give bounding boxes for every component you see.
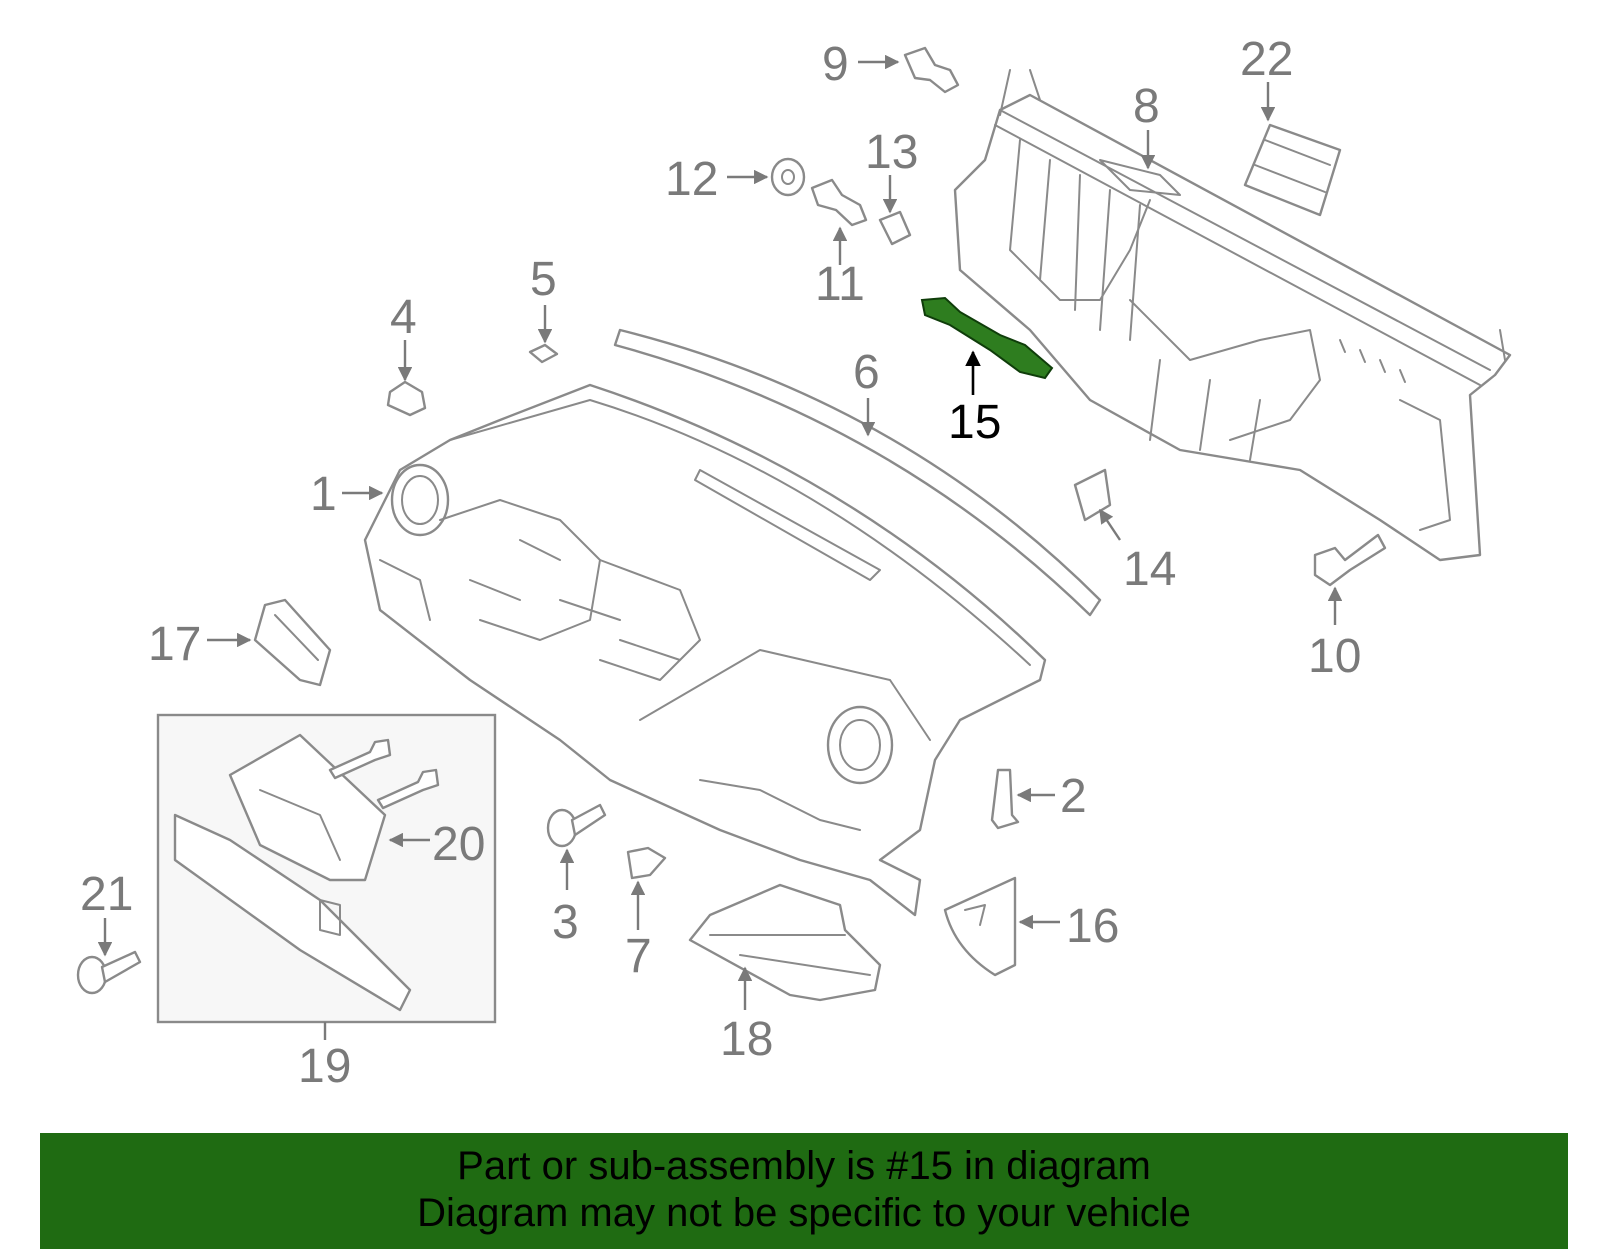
fastener-13[interactable] bbox=[878, 210, 912, 246]
fastener-21[interactable] bbox=[76, 950, 142, 995]
callout-21: 21 bbox=[80, 868, 133, 921]
leader-lines bbox=[97, 54, 1343, 1040]
fastener-2[interactable] bbox=[990, 768, 1020, 830]
callout-7: 7 bbox=[625, 930, 652, 983]
part-15-shape bbox=[920, 296, 1054, 380]
banner-line-2: Diagram may not be specific to your vehi… bbox=[417, 1191, 1191, 1235]
callout-3: 3 bbox=[552, 896, 579, 949]
fastener-9[interactable] bbox=[903, 46, 960, 94]
callout-16: 16 bbox=[1066, 900, 1119, 953]
fastener-7[interactable] bbox=[626, 846, 667, 880]
callout-19: 19 bbox=[298, 1040, 351, 1093]
callout-11: 11 bbox=[815, 258, 865, 311]
part-15-highlighted[interactable] bbox=[920, 296, 1054, 380]
part-22-module[interactable] bbox=[1243, 123, 1342, 217]
callout-6: 6 bbox=[853, 346, 880, 399]
fastener-3[interactable] bbox=[546, 803, 607, 848]
callout-labels: 1 2 3 4 5 6 7 8 9 10 11 12 13 14 15 16 1… bbox=[80, 33, 1361, 1093]
callout-22: 22 bbox=[1240, 33, 1293, 86]
part-8-cross-car-beam[interactable] bbox=[953, 69, 1512, 562]
part-16-cover[interactable] bbox=[943, 876, 1017, 977]
fastener-12[interactable] bbox=[770, 157, 806, 197]
part-1-instrument-panel[interactable] bbox=[363, 383, 1047, 917]
part-17-bracket[interactable] bbox=[253, 598, 332, 687]
callout-2: 2 bbox=[1060, 770, 1087, 823]
fastener-20-bolts[interactable] bbox=[328, 738, 440, 810]
callout-9: 9 bbox=[822, 38, 849, 91]
part-14-clip[interactable] bbox=[1073, 468, 1112, 522]
info-banner: Part or sub-assembly is #15 in diagram D… bbox=[40, 1133, 1568, 1249]
callout-10: 10 bbox=[1308, 630, 1361, 683]
fastener-10[interactable] bbox=[1313, 533, 1387, 587]
callout-12: 12 bbox=[665, 153, 718, 206]
callout-20: 20 bbox=[432, 818, 485, 871]
callout-17: 17 bbox=[148, 618, 201, 671]
part-19-glove-box-group[interactable] bbox=[156, 713, 497, 1024]
part-6-defroster-strip[interactable] bbox=[613, 328, 1102, 617]
callout-8: 8 bbox=[1133, 80, 1160, 133]
callout-15: 15 bbox=[948, 396, 1001, 449]
fastener-5[interactable] bbox=[528, 343, 559, 364]
callout-5: 5 bbox=[530, 253, 557, 306]
part-18-lower-panel[interactable] bbox=[688, 883, 882, 1002]
callout-1: 1 bbox=[310, 468, 337, 521]
banner-line-1: Part or sub-assembly is #15 in diagram bbox=[457, 1144, 1151, 1188]
fastener-11[interactable] bbox=[810, 178, 868, 227]
callout-14: 14 bbox=[1123, 543, 1176, 596]
callout-4: 4 bbox=[390, 291, 417, 344]
fastener-4[interactable] bbox=[386, 380, 427, 417]
callout-18: 18 bbox=[720, 1013, 773, 1066]
callout-13: 13 bbox=[865, 126, 918, 179]
